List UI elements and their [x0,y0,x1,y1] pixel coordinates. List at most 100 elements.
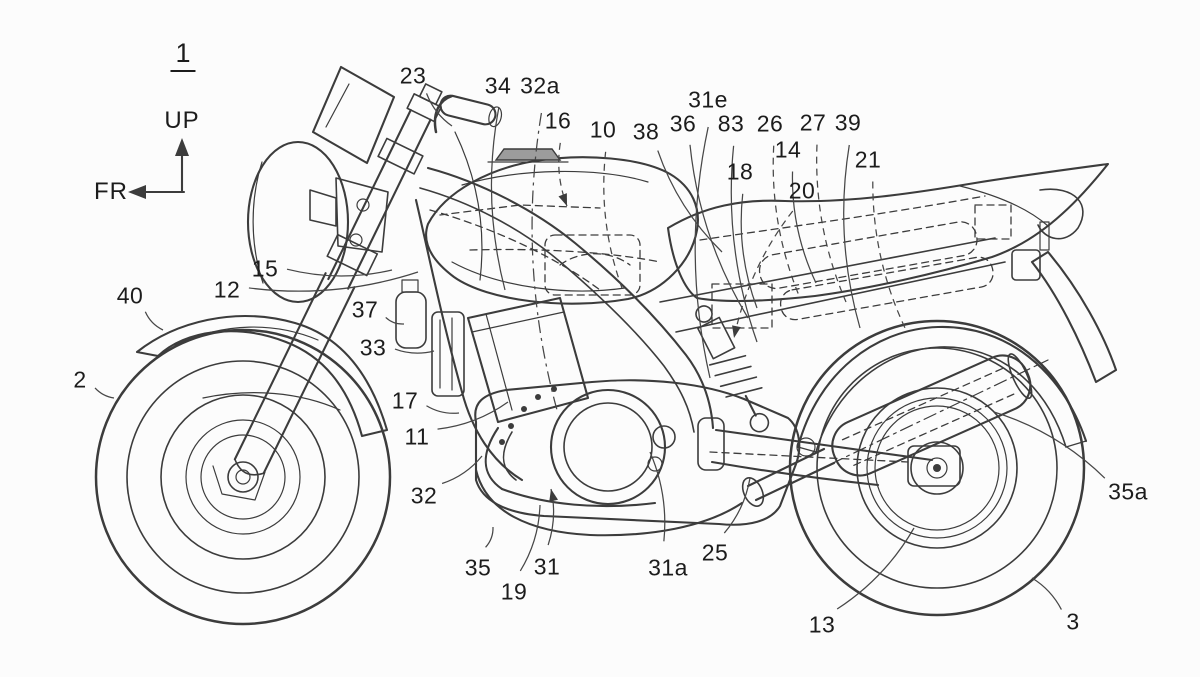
swingarm-pivot [697,417,725,471]
ref-label-2: 2 [73,366,87,393]
ref-label-21: 21 [854,146,882,173]
leader-line-40 [144,311,164,331]
ref-label-32: 32 [410,482,438,509]
ref-label-40: 40 [116,282,144,309]
frame-downtube [414,198,524,482]
leader-line-26 [772,145,801,299]
handlebar-grip [433,94,503,281]
ref-label-35a: 35a [1108,478,1148,505]
leader-line-2 [94,387,115,399]
leader-line-34 [490,107,506,291]
ref-label-17: 17 [391,387,419,414]
link-pipe [746,447,826,488]
subframe-lower [675,261,1006,333]
up-arrow-icon [175,138,189,156]
leader-line-10 [603,151,623,289]
ref-label-36: 36 [669,110,697,137]
leader-line-15 [286,268,393,277]
leader-line-19 [519,504,541,572]
ref-label-37: 37 [351,296,379,323]
airbox-hidden [544,234,641,296]
leader-arrowhead-16 [558,193,567,206]
leader-line-35 [485,526,494,548]
fr-arrow-icon [128,185,146,199]
ref-label-3: 3 [1066,608,1080,635]
ref-label-31: 31 [533,553,561,580]
front-wheel [94,328,392,626]
fuel-filler-cap [494,148,562,161]
fr-axis-label: FR [94,178,128,205]
ref-label-11: 11 [404,423,430,450]
figure-number: 1 [170,38,196,72]
footpeg-bracket [796,437,816,457]
up-axis-label: UP [164,107,200,134]
ref-label-19: 19 [500,578,528,605]
canister-hidden [758,221,978,290]
orientation-arrows [128,138,189,199]
axle-plate [907,445,961,487]
mirror-stem [433,94,454,134]
cylinder-block [466,296,590,424]
ref-label-14: 14 [774,136,802,163]
ref-label-31a: 31a [648,554,688,581]
crankcase [474,379,801,526]
leader-line-39 [843,144,861,329]
leader-line-35a [993,411,1106,479]
ref-label-39: 39 [834,109,862,136]
leader-line-33 [394,348,435,354]
leader-arrowhead-20 [732,325,741,338]
leader-line-31a [649,451,666,542]
fuel-tank [425,148,699,305]
leader-lines-layer [94,93,1106,610]
frame [414,166,1006,482]
leader-line-20 [733,210,794,339]
leader-line-25 [723,477,751,534]
taillight [1011,249,1041,281]
subframe-upper [659,237,996,303]
ref-label-10: 10 [589,116,617,143]
leader-line-38 [657,150,723,253]
leader-line-31e [694,126,711,379]
leader-line-18 [740,193,758,309]
leader-arrowhead-31 [549,489,559,502]
rear-shock [695,305,770,433]
leader-line-36 [689,144,749,319]
leader-line-32 [441,455,483,485]
cable-line [454,131,483,281]
swingarm [697,417,961,487]
belly-line [474,468,744,537]
ref-label-32a: 32a [520,72,560,99]
rear-mudflap [1030,250,1118,384]
ref-label-34: 34 [484,72,512,99]
rear-fender [796,325,1088,453]
ref-label-27: 27 [799,109,827,136]
seat-and-tail [666,162,1118,384]
windscreen [311,65,396,165]
leader-line-11 [437,401,509,430]
exhaust-system [474,353,1049,537]
battery-box-hidden [711,283,773,329]
radiator [431,311,465,397]
ref-label-23: 23 [399,62,427,89]
ref-label-83: 83 [717,110,745,137]
leader-line-3 [1031,577,1062,610]
leader-line-14 [791,171,817,284]
leader-line-32a [531,112,558,411]
ref-label-20: 20 [788,177,816,204]
ref-label-26: 26 [756,110,784,137]
leader-line-13 [836,527,915,610]
leader-line-17 [426,405,460,414]
leader-line-27 [816,144,847,303]
leader-line-21 [872,181,907,331]
front-fender [135,315,389,438]
ref-label-35: 35 [464,554,492,581]
leader-line-23 [425,93,453,127]
hidden-components [429,195,994,329]
reserve-tank [395,291,427,349]
ref-label-31e: 31e [688,86,728,113]
front-fork [233,83,443,476]
ref-label-18: 18 [726,158,754,185]
rear-wheel [788,319,1086,617]
